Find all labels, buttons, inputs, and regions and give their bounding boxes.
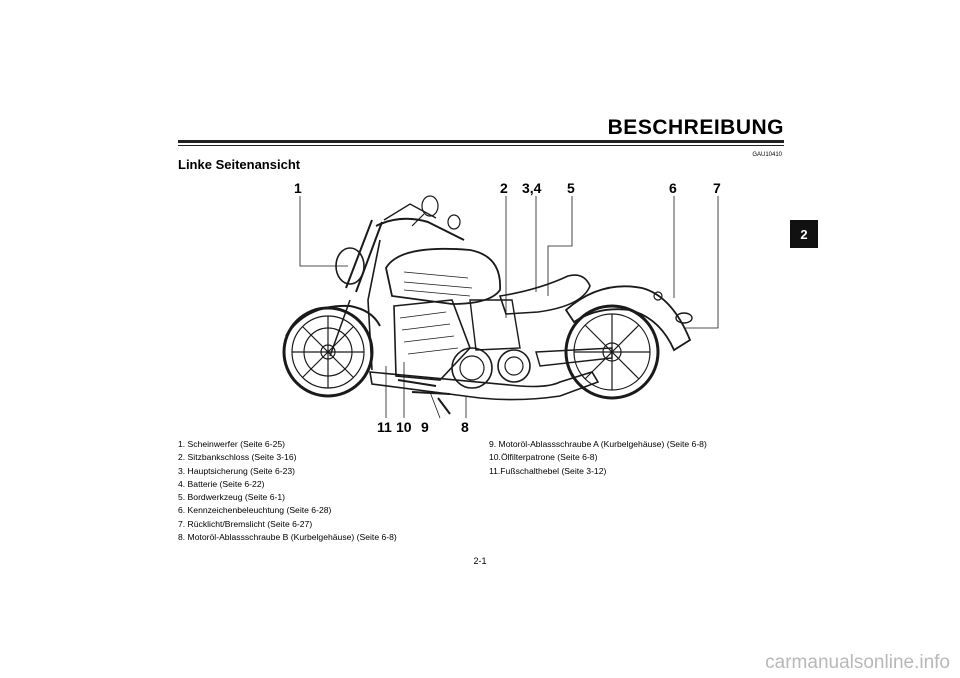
- callout-10: 10: [396, 419, 412, 435]
- page-title: BESCHREIBUNG: [607, 116, 784, 139]
- legend-item: 7. Rücklicht/Bremslicht (Seite 6-27): [178, 518, 313, 529]
- legend-item: 2. Sitzbankschloss (Seite 3-16): [178, 452, 297, 463]
- callout-11: 11: [377, 419, 392, 435]
- callout-2: 2: [500, 180, 508, 196]
- legend-right: 9. Motoröl-Ablassschraube A (Kurbelgehäu…: [489, 438, 707, 478]
- callout-5: 5: [567, 180, 575, 196]
- chapter-tab: 2: [790, 220, 818, 248]
- leader-lines: [299, 196, 719, 419]
- callout-8: 8: [461, 419, 469, 435]
- legend-left: 1. Scheinwerfer (Seite 6-25) 2. Sitzbank…: [178, 438, 397, 544]
- callout-1: 1: [294, 180, 302, 196]
- engine: [393, 299, 531, 389]
- legend-item: 5. Bordwerkzeug (Seite 6-1): [178, 492, 285, 503]
- callout-6: 6: [669, 180, 677, 196]
- front-wheel: [282, 306, 374, 398]
- legend-item: 4. Batterie (Seite 6-22): [178, 478, 265, 489]
- page-number: 2-1: [473, 556, 487, 566]
- legend-item: 1. Scheinwerfer (Seite 6-25): [178, 439, 285, 449]
- header-rule-thin: [178, 145, 784, 146]
- watermark-text: carmanualsonline.info: [765, 652, 950, 673]
- document-code: GAU10410: [752, 152, 782, 158]
- legend-item: 10.Ölfilterpatrone (Seite 6-8): [489, 452, 598, 463]
- legend-item: 9. Motoröl-Ablassschraube A (Kurbelgehäu…: [489, 439, 707, 449]
- legend-item: 11.Fußschalthebel (Seite 3-12): [489, 465, 607, 476]
- legend-item: 8. Motoröl-Ablassschraube B (Kurbelgehäu…: [178, 532, 397, 543]
- callout-3-4: 3,4: [522, 180, 542, 196]
- callout-9: 9: [421, 419, 429, 435]
- legend-item: 6. Kennzeichenbeleuchtung (Seite 6-28): [178, 505, 332, 516]
- section-heading: Linke Seitenansicht: [178, 157, 301, 172]
- legend-item: 3. Hauptsicherung (Seite 6-23): [178, 465, 296, 476]
- callout-7: 7: [713, 180, 721, 196]
- header-rule: [178, 140, 784, 143]
